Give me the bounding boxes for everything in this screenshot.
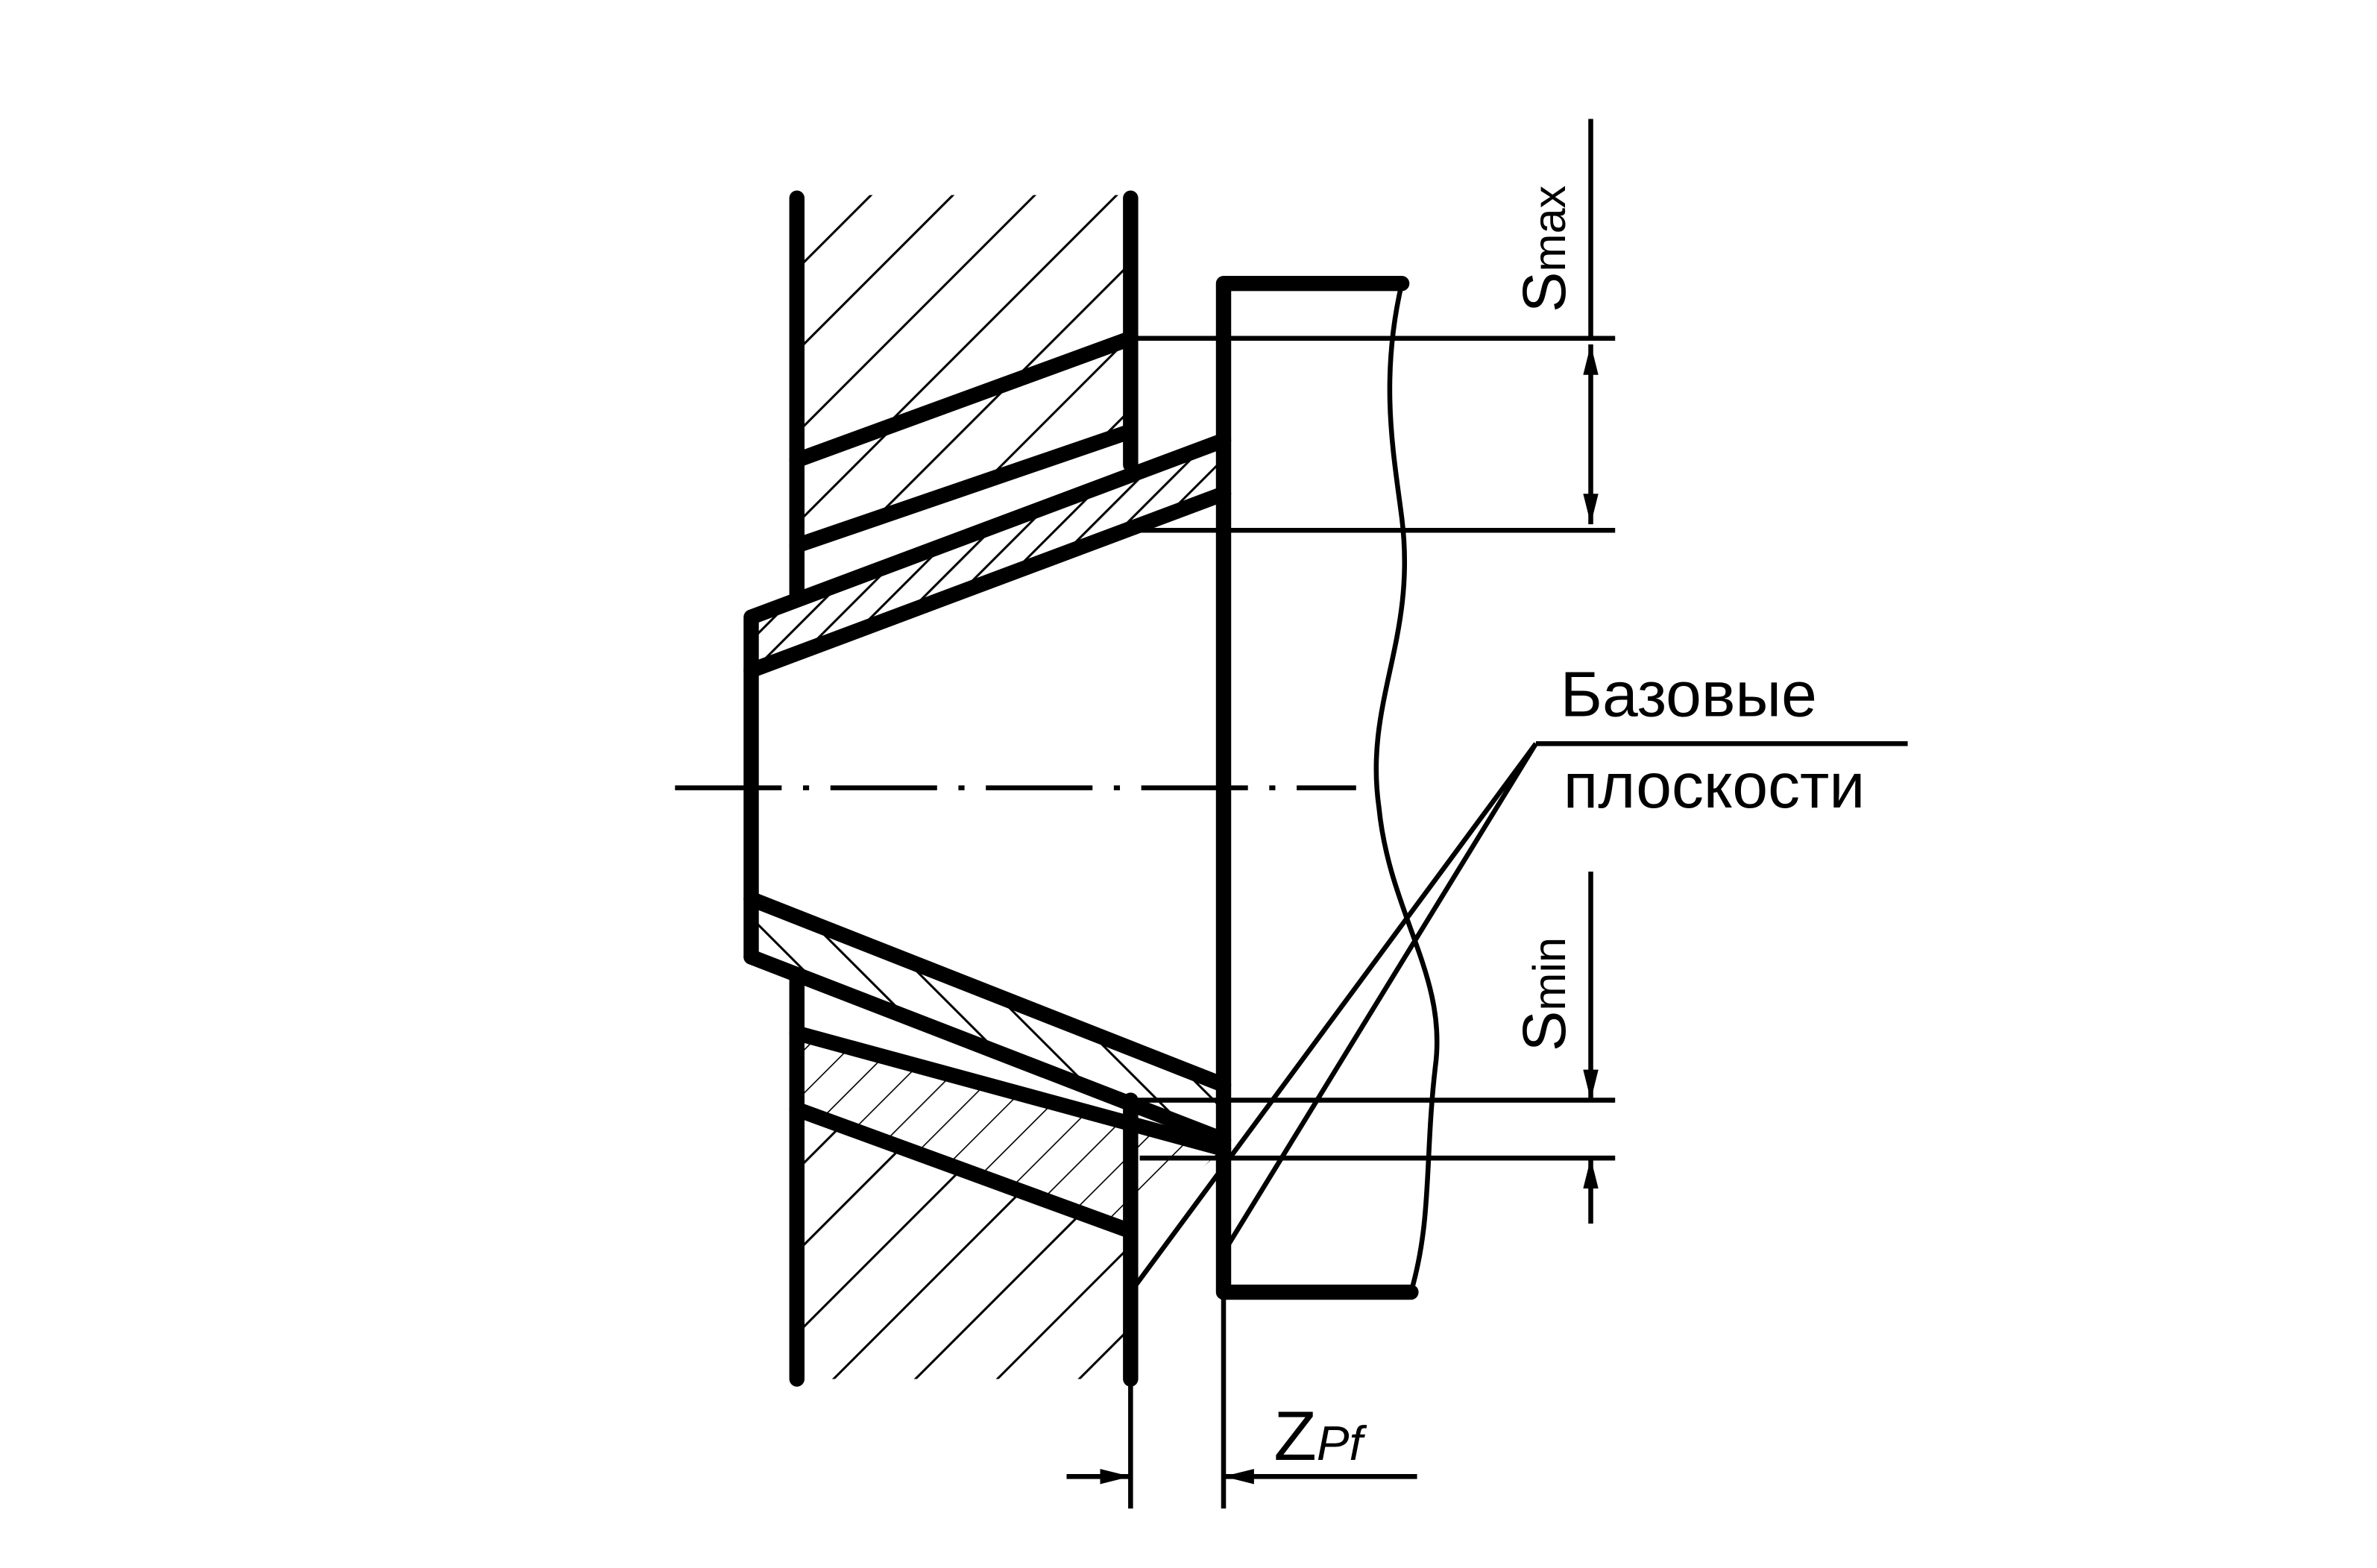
hatched-regions [751, 195, 1224, 1379]
z-pf-sub: Pf [1317, 1416, 1367, 1470]
cone-lower-inner [743, 891, 1232, 1093]
s-min-sub: min [1524, 937, 1575, 1011]
base-planes-line1: Базовые [1561, 659, 1817, 731]
s-min-main: S [1511, 1011, 1578, 1052]
z-pf-main: Z [1273, 1397, 1316, 1475]
s-max-main: S [1511, 271, 1578, 312]
lower-sleeve-top [789, 1025, 1232, 1157]
cone-upper-inner [743, 485, 1232, 678]
base-planes-line2: плоскости [1564, 750, 1866, 822]
s-max-label: Smax [1511, 186, 1578, 312]
cone-outline [743, 432, 1232, 965]
upper-sleeve-top [789, 330, 1139, 468]
lower-pinion-hatch [751, 898, 1224, 1140]
z-pf-label: ZPf [1273, 1397, 1367, 1475]
lower-sleeve-bottom [789, 1101, 1139, 1239]
upper-gear-hatch [796, 338, 1131, 546]
upper-sleeve-bottom [789, 424, 1139, 553]
upper-pinion-hatch [751, 440, 1224, 671]
cone-lower-outer [743, 949, 1232, 1147]
upper-housing-hatch [796, 195, 1131, 461]
lower-housing-hatch [796, 1109, 1131, 1379]
outlines [743, 190, 1419, 1387]
s-min-label: Smin [1511, 937, 1578, 1051]
break-line [1373, 283, 1440, 1293]
s-max-sub: max [1524, 186, 1575, 272]
lower-gear-hatch [796, 1033, 1224, 1232]
dimensions [1066, 119, 1908, 1509]
